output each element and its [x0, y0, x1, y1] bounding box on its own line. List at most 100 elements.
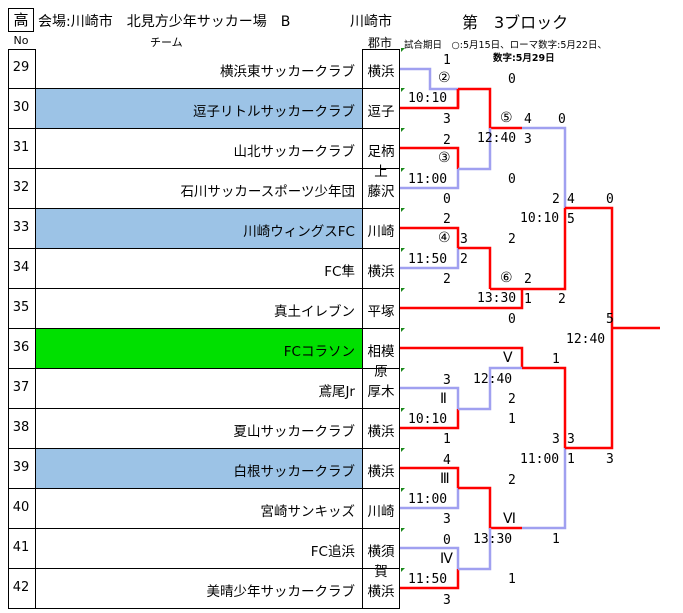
- team-cell: [35, 249, 363, 288]
- score: 0: [558, 112, 566, 127]
- team-cell: [35, 409, 363, 448]
- team-name: FCコラソン: [283, 344, 355, 360]
- entry-mark: [401, 368, 405, 372]
- entry-mark: [401, 288, 405, 292]
- team-name: 山北サッカークラブ: [233, 144, 356, 160]
- pk-score: 2: [460, 252, 468, 267]
- team-cell: [35, 569, 363, 608]
- score: 1: [552, 532, 560, 547]
- team-cell: [35, 489, 363, 528]
- team-name: 逗子リトルサッカークラブ: [193, 104, 355, 120]
- team-cell: [35, 449, 363, 488]
- entry-mark: [401, 528, 405, 532]
- pk-score: 3: [567, 432, 575, 447]
- match-mark: Ⅲ: [440, 471, 450, 487]
- match-time: 12:40: [473, 372, 513, 387]
- pk-score: 4: [567, 192, 575, 207]
- bracket-line: [400, 146, 460, 169]
- pk-score: 3: [460, 232, 468, 247]
- team-number: 42: [12, 580, 30, 595]
- team-cell: [35, 209, 363, 248]
- match-time: 12:40: [566, 332, 606, 347]
- block-title: 第 3ブロック: [462, 13, 569, 32]
- bracket-line: [458, 366, 522, 411]
- entry-mark: [401, 568, 405, 572]
- team-number: 29: [12, 60, 30, 75]
- match-time: 10:10: [520, 211, 560, 226]
- score: 5: [606, 312, 614, 327]
- col-city-header: 郡市: [368, 36, 393, 50]
- team-city: 横浜: [367, 584, 395, 600]
- bracket-line: [400, 169, 460, 190]
- entry-mark: [401, 248, 405, 252]
- team-city: 川崎: [367, 224, 395, 240]
- entry-mark: [401, 48, 405, 52]
- schedule-note-2: 数字:5月29日: [493, 53, 555, 64]
- col-team-header: チーム: [150, 36, 183, 49]
- team-name: 宮崎サンキッズ: [260, 504, 356, 520]
- match-mark: Ⅵ: [503, 511, 516, 527]
- bracket-line: [400, 386, 460, 409]
- entry-mark: [401, 88, 405, 92]
- team-number: 32: [12, 180, 30, 195]
- match-time: 11:50: [408, 572, 448, 587]
- team-city: 逗子: [367, 104, 395, 120]
- match-time: 10:10: [408, 412, 448, 427]
- score: 1: [508, 412, 516, 427]
- team-name: 石川サッカースポーツ少年団: [180, 184, 355, 200]
- match-mark: ⑤: [500, 110, 513, 126]
- score: 3: [552, 432, 560, 447]
- bracket-line: [400, 466, 460, 488]
- match-time: 13:30: [473, 532, 513, 547]
- match-time: 11:00: [520, 452, 560, 467]
- team-number: 33: [12, 220, 30, 235]
- score: 3: [443, 373, 451, 388]
- team-city: 横浜: [367, 464, 395, 480]
- bracket-line: [522, 126, 567, 208]
- score: 0: [443, 192, 451, 207]
- team-city: 藤沢: [367, 184, 395, 200]
- team-city: 横須賀: [367, 544, 395, 580]
- score: 0: [508, 172, 516, 187]
- team-cell: [35, 369, 363, 408]
- score: 3: [606, 452, 614, 467]
- team-name: 川崎ウィングスFC: [243, 224, 355, 240]
- match-mark: ③: [438, 150, 451, 166]
- schedule-note: 試合期日 ○:5月15日、ローマ数字:5月22日、: [404, 40, 607, 51]
- bracket-line: [400, 409, 460, 430]
- team-city: 横浜: [367, 424, 395, 440]
- score: 0: [508, 72, 516, 87]
- pk-score: 4: [524, 112, 532, 127]
- pk-score: 1: [524, 292, 532, 307]
- score: 2: [558, 292, 566, 307]
- team-name: 白根サッカークラブ: [233, 464, 356, 480]
- bracket-line: [400, 226, 460, 248]
- bracket-line: [400, 488, 460, 510]
- bracket-line: [400, 546, 460, 569]
- team-name: 鳶尾Jr: [318, 384, 355, 400]
- team-number: 31: [12, 140, 30, 155]
- col-no-header: No: [13, 34, 29, 47]
- table-row: 33 川崎ウィングスFC 川崎: [8, 208, 405, 249]
- team-cell: [35, 169, 363, 208]
- team-name: 真土イレブン: [274, 304, 355, 320]
- team-city: 平塚: [367, 304, 395, 320]
- team-name: FC隼: [324, 264, 355, 280]
- match-time: 13:30: [477, 291, 517, 306]
- entry-mark: [401, 488, 405, 492]
- bracket-line: [522, 366, 567, 448]
- team-number: 37: [12, 380, 30, 395]
- score: 0: [606, 192, 614, 207]
- match-mark: ④: [438, 230, 451, 246]
- team-number: 38: [12, 420, 30, 435]
- match-time: 11:00: [408, 172, 448, 187]
- team-cell: [35, 329, 363, 368]
- division-box: 高: [8, 8, 34, 32]
- match-time: 12:40: [477, 131, 517, 146]
- score: 0: [443, 533, 451, 548]
